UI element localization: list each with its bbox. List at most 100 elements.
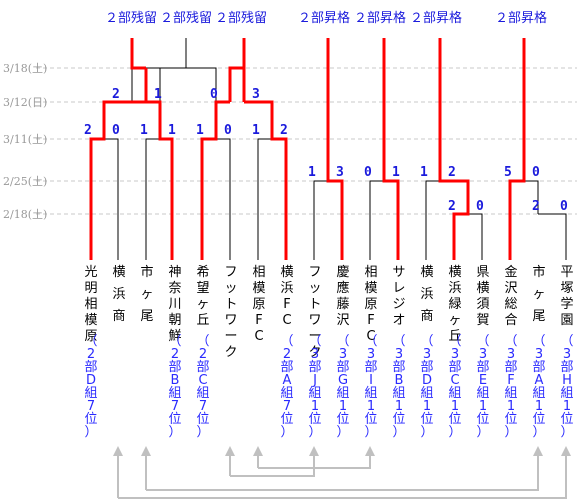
team-name: 金沢総合	[504, 264, 517, 328]
result-label: ２部昇格	[495, 10, 547, 26]
score: 2	[280, 123, 288, 138]
date-labels: 3/18(土) 3/12(日) 3/11(土) 2/25(土) 2/18(土)	[3, 62, 47, 221]
winner-path	[326, 38, 344, 260]
relegation-arrows	[117, 452, 567, 499]
arrow-line	[230, 452, 315, 477]
score: 2	[448, 165, 456, 180]
team-name: 市ヶ尾	[140, 264, 153, 324]
bracket-line	[313, 180, 342, 260]
arrow-head	[309, 446, 319, 456]
score: 2	[112, 87, 120, 102]
bracket-line	[186, 67, 217, 102]
score: 0	[476, 199, 484, 214]
result-label: ２部残留	[105, 11, 157, 26]
date-gridlines	[36, 67, 577, 215]
team-name: 市ヶ尾	[532, 264, 545, 324]
score: 1	[252, 123, 260, 138]
score: 1	[140, 123, 148, 138]
arrow-head	[365, 446, 375, 456]
result-label: ２部昇格	[410, 10, 462, 26]
team-name: 横浜商	[112, 265, 125, 324]
winner-path	[438, 38, 470, 260]
arrow-head	[225, 446, 235, 456]
score: 5	[504, 165, 512, 180]
team-name: 慶應藤沢	[336, 265, 349, 328]
result-label: ２部昇格	[298, 10, 350, 26]
score: 1	[154, 87, 162, 102]
score: 0	[364, 165, 372, 180]
bracket-line	[454, 213, 483, 260]
date-label: 3/11(土)	[3, 133, 47, 146]
score: 0	[560, 199, 568, 214]
result-label: ２部残留	[215, 11, 267, 26]
score: 1	[196, 123, 204, 138]
winner-path	[244, 100, 288, 260]
date-label: 2/25(土)	[3, 175, 47, 188]
bracket-lines-red	[89, 38, 526, 260]
team-name: フットワーク	[308, 265, 321, 360]
score: 0	[532, 165, 540, 180]
arrow-head	[533, 446, 543, 456]
score: 0	[210, 87, 218, 102]
date-label: 3/18(土)	[3, 62, 47, 75]
team-name: 光明相模原	[84, 265, 97, 344]
bracket-line	[145, 138, 172, 260]
winner-path	[382, 38, 400, 260]
team-name: フットワーク	[224, 265, 237, 360]
arrow-head	[561, 446, 571, 456]
winner-path	[508, 38, 526, 260]
scores: 2 0 1 1 1 0 1 2 2 1 0 3 1 3 0 1 1 2 5 0 …	[84, 87, 568, 214]
score: 1	[420, 165, 428, 180]
result-label: ２部昇格	[354, 10, 406, 26]
bracket-line	[425, 180, 454, 260]
team-name: 横浜商	[420, 265, 433, 324]
arrow-line	[118, 452, 567, 499]
arrow-head	[253, 446, 263, 456]
score: 3	[252, 87, 260, 102]
date-label: 2/18(土)	[3, 208, 47, 221]
score: 1	[308, 165, 316, 180]
bracket-line	[257, 138, 286, 260]
arrow-heads	[113, 446, 571, 456]
team-name: 平塚学園	[560, 265, 573, 328]
bracket-line	[202, 138, 231, 260]
score: 2	[532, 199, 540, 214]
score: 2	[84, 123, 92, 138]
winner-path	[89, 100, 132, 260]
arrow-head	[113, 446, 123, 456]
team-name: 県横須賀	[476, 265, 489, 328]
score: 1	[168, 123, 176, 138]
arrow-line	[258, 452, 371, 469]
result-label: ２部残留	[160, 11, 212, 26]
score: 2	[448, 199, 456, 214]
winner-path	[130, 38, 146, 70]
score: 1	[392, 165, 400, 180]
team-name: 横浜緑ヶ丘	[448, 265, 461, 344]
team-name: 希望ヶ丘	[196, 265, 209, 328]
score: 3	[336, 165, 344, 180]
date-label: 3/12(日)	[3, 96, 47, 109]
team-name: 神奈川朝鮮	[168, 265, 181, 344]
bracket-line	[538, 213, 567, 260]
score: 0	[224, 123, 232, 138]
bracket-line	[91, 138, 119, 260]
result-headings: ２部残留 ２部残留 ２部残留 ２部昇格 ２部昇格 ２部昇格 ２部昇格	[105, 10, 547, 26]
